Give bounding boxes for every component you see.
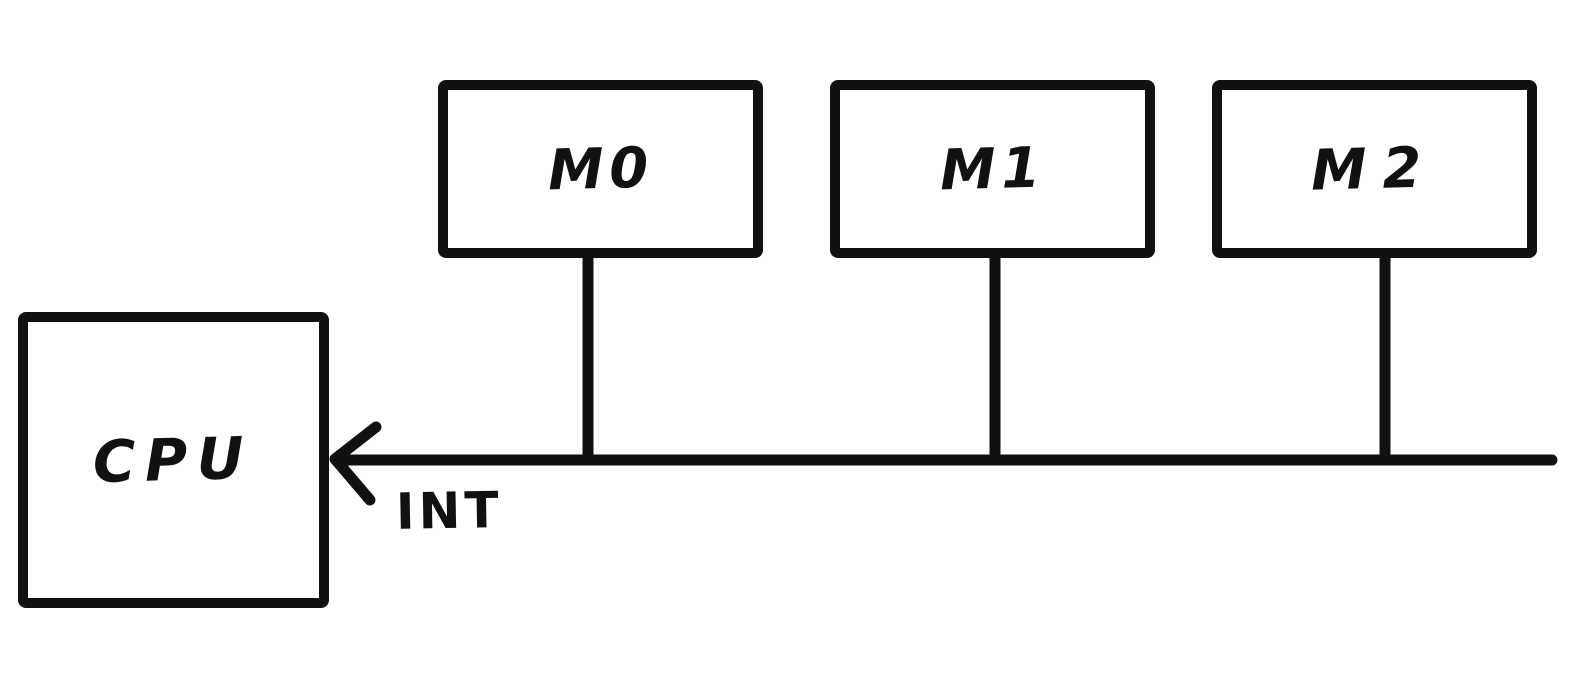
cpu-node: CPU — [18, 312, 329, 608]
m1-node: M1 — [830, 80, 1155, 258]
m0-node: M0 — [438, 80, 763, 258]
cpu-label: CPU — [92, 423, 255, 497]
bus-arrowhead-icon — [329, 421, 382, 506]
m2-label: M2 — [1310, 134, 1439, 204]
m2-node: M2 — [1212, 80, 1537, 258]
m1-label: M1 — [938, 135, 1047, 203]
m0-label: M0 — [546, 135, 655, 203]
bus-int-label: INT — [395, 481, 504, 541]
